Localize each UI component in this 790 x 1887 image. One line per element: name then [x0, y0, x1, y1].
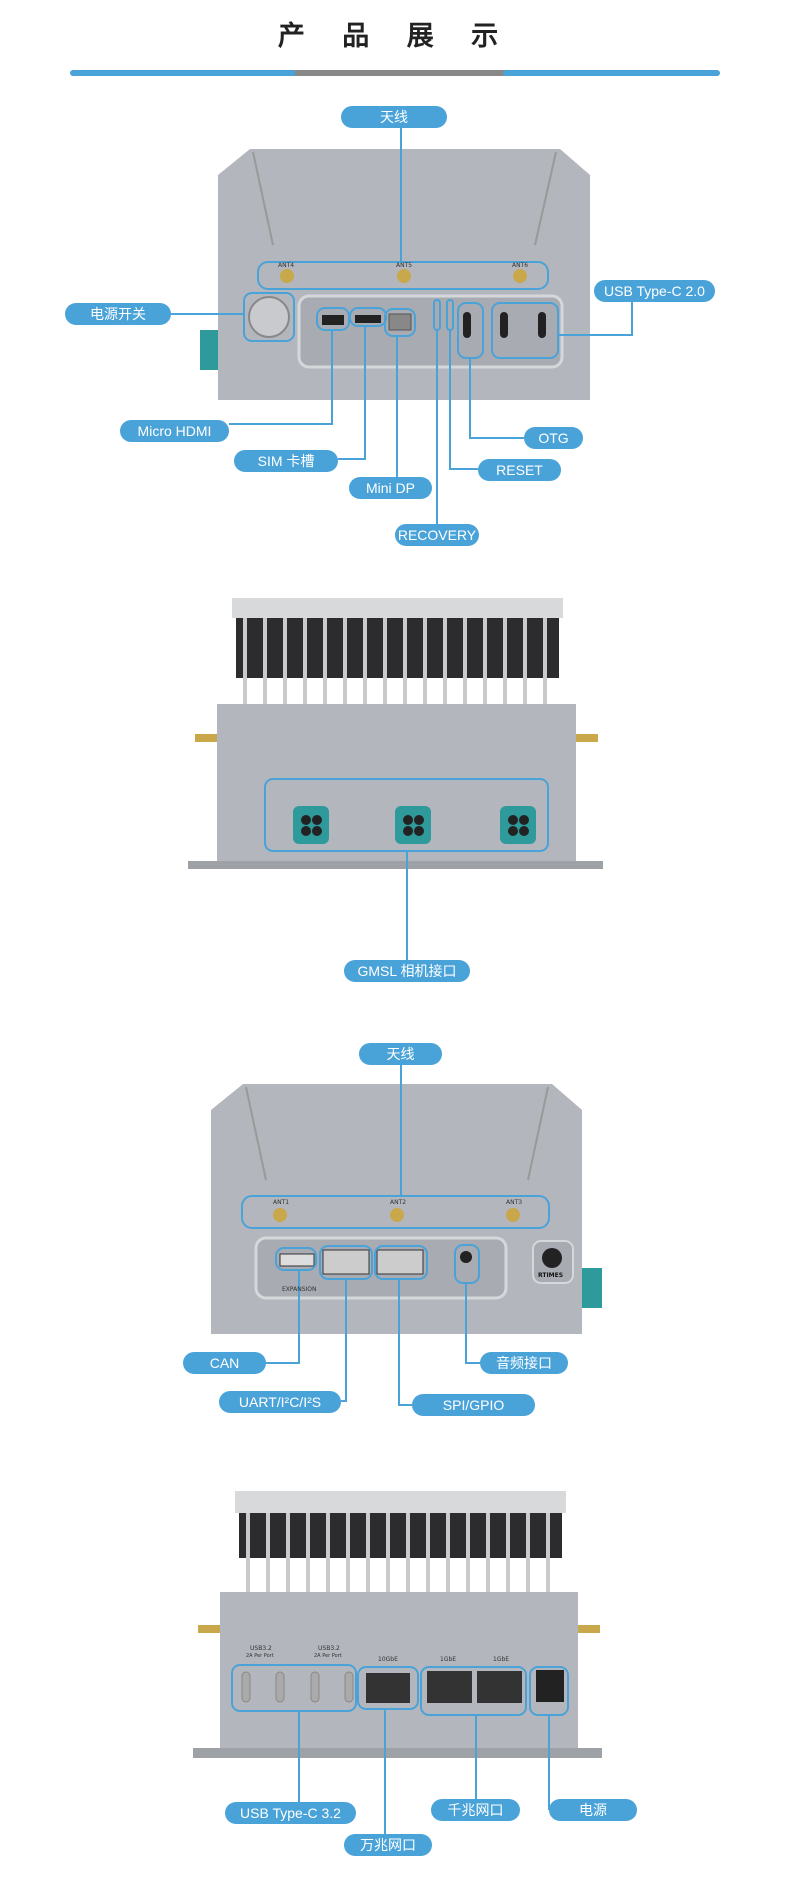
title-divider-left	[70, 70, 300, 76]
label-otg: OTG	[524, 427, 583, 449]
device-front-view	[200, 149, 590, 400]
1gbe-caption-2: 1GbE	[493, 1656, 510, 1663]
label-uart: UART/I²C/I²S	[219, 1391, 341, 1413]
label-can: CAN	[183, 1352, 266, 1374]
label-usb-typec-20: USB Type-C 2.0	[594, 280, 715, 302]
label-sim-slot: SIM 卡槽	[234, 450, 338, 472]
label-power-switch: 电源开关	[65, 303, 171, 325]
usb32-note-1: 2A Per Port	[246, 1653, 274, 1659]
page-title: 产 品 展 示	[277, 21, 513, 52]
device-rear-view	[211, 1084, 602, 1334]
title-divider-mid	[295, 70, 505, 76]
expansion-text: EXPANSION	[282, 1286, 317, 1293]
ant6-label: ANT6	[512, 262, 529, 269]
camera-callouts	[264, 778, 549, 960]
logo-text: RTIMES	[538, 1272, 564, 1279]
device-network-view	[193, 1491, 602, 1758]
usb32-note-2: 2A Per Port	[314, 1653, 342, 1659]
label-micro-hdmi: Micro HDMI	[120, 420, 229, 442]
label-10gbe: 万兆网口	[344, 1834, 432, 1856]
label-antenna-front: 天线	[341, 106, 447, 128]
ant1-label: ANT1	[273, 1199, 290, 1206]
usb32-caption-1: USB3.2	[250, 1645, 272, 1652]
ant5-label: ANT5	[396, 262, 413, 269]
label-power: 电源	[549, 1799, 637, 1821]
ant3-label: ANT3	[506, 1199, 523, 1206]
device-camera-view	[188, 598, 603, 869]
label-audio: 音频接口	[480, 1352, 568, 1374]
label-mini-dp: Mini DP	[349, 477, 432, 499]
label-1gbe: 千兆网口	[431, 1799, 520, 1821]
label-usb-typec-32: USB Type-C 3.2	[225, 1802, 356, 1824]
10gbe-caption: 10GbE	[378, 1656, 398, 1663]
label-spi-gpio: SPI/GPIO	[412, 1394, 535, 1416]
usb32-caption-2: USB3.2	[318, 1645, 340, 1652]
front-callouts	[171, 128, 633, 524]
label-recovery: RECOVERY	[395, 524, 479, 546]
label-gmsl: GMSL 相机接口	[344, 960, 470, 982]
rear-callouts	[241, 1064, 550, 1406]
title-divider-right	[503, 70, 720, 76]
label-reset: RESET	[478, 459, 561, 481]
ant4-label: ANT4	[278, 262, 295, 269]
network-callouts	[231, 1664, 569, 1844]
ant2-label: ANT2	[390, 1199, 407, 1206]
1gbe-caption-1: 1GbE	[440, 1656, 457, 1663]
label-antenna-rear: 天线	[359, 1043, 442, 1065]
